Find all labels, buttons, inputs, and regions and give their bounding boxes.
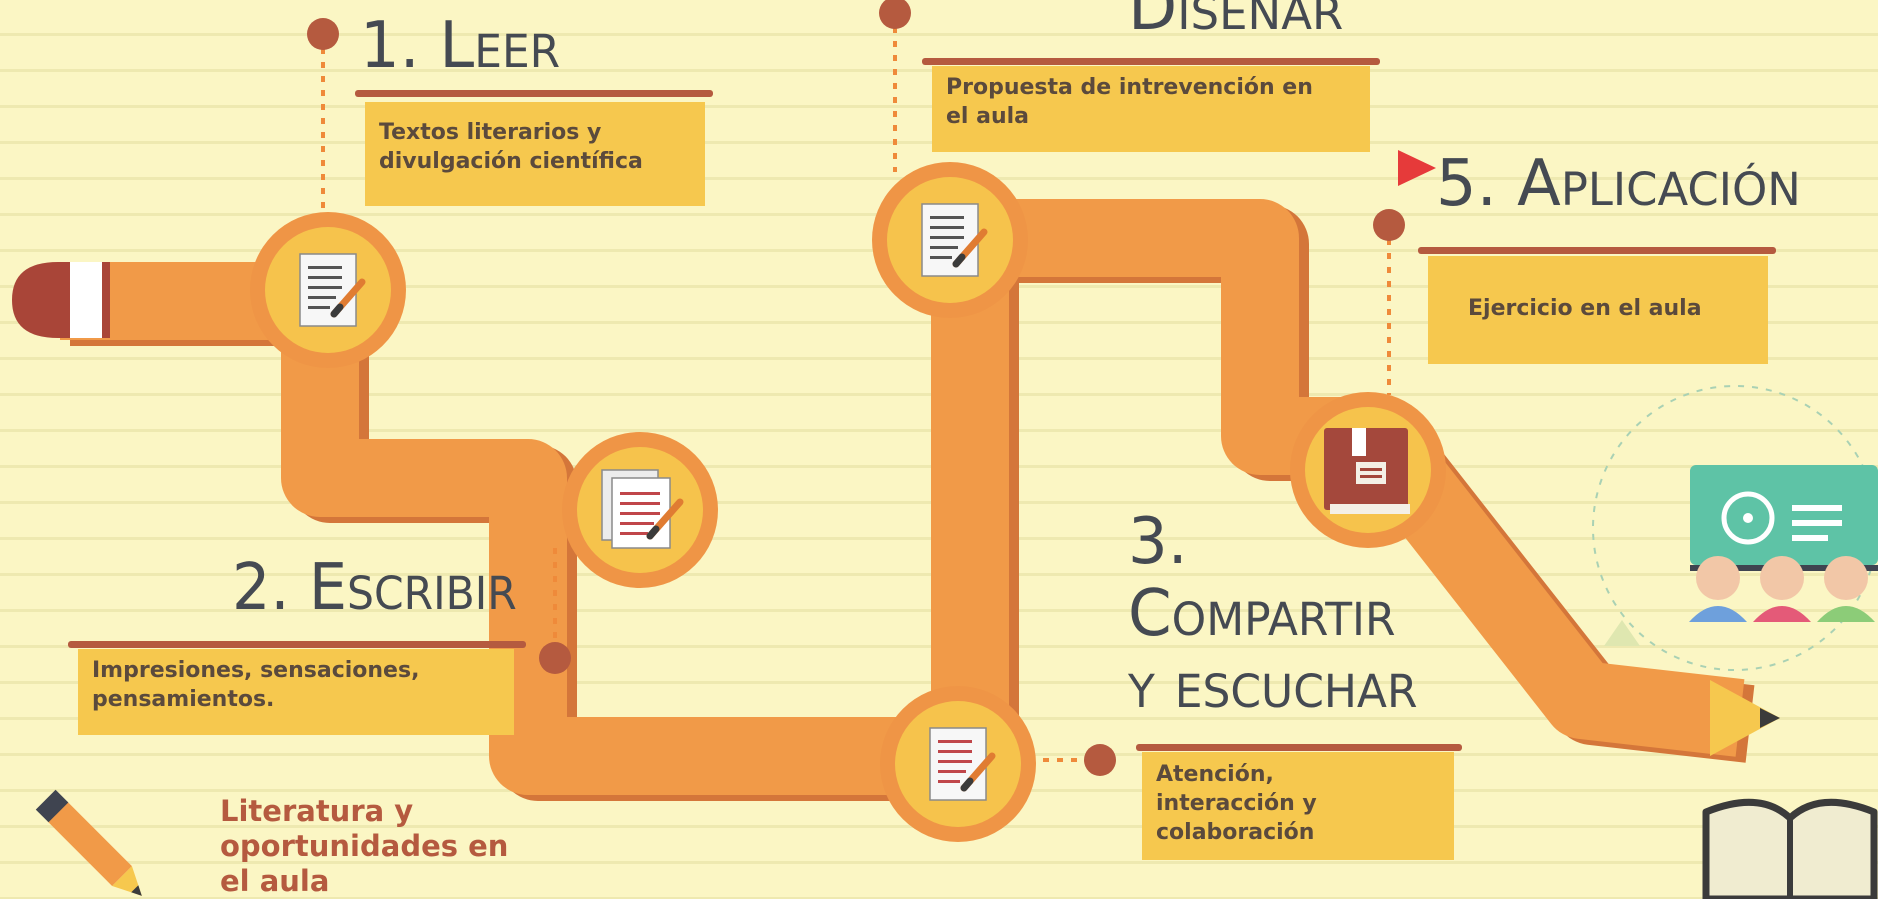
card-escribir: Impresiones, sensaciones, pensamientos. [78,649,514,735]
node-leer [250,212,406,368]
card-text-compartir: Atención, interacción y colaboración [1156,762,1317,845]
pencil-icon [35,789,142,896]
title-rule-disenar [922,58,1380,65]
step-title-disenar: Diseñar [1128,0,1344,45]
step-title-leer: 1. Leer [360,9,561,83]
title-rule-aplicacion [1418,247,1776,254]
document-pencil-icon [929,727,996,801]
node-aplicacion [1290,392,1446,548]
document-pencil-icon [922,204,984,276]
connector-dots [307,0,1405,776]
title-rule-escribir [68,641,526,648]
pencil-tip [1710,680,1780,756]
card-disenar: Propuesta de intrevención en el aula [932,66,1370,152]
card-text-leer: Textos literarios y divulgación científi… [379,120,643,174]
classroom-icon [1592,385,1878,671]
open-book-icon [1702,798,1878,899]
document-pencil-icon [300,254,362,326]
card-text-disenar: Propuesta de intrevención en el aula [946,75,1313,129]
title-rule-leer [355,90,713,97]
title-rule-compartir [1136,744,1462,751]
step-title-compartir: 3. Compartir y escuchar [1128,505,1418,723]
node-compartir [880,686,1036,842]
card-aplicacion: Ejercicio en el aula [1428,256,1768,364]
step-title-escribir: 2. Escribir [232,551,517,625]
card-compartir: Atención, interacción y colaboración [1142,752,1454,860]
notes-pencil-icon [601,469,684,549]
book-icon [1324,428,1410,514]
card-leer: Textos literarios y divulgación científi… [365,102,705,206]
caption: Literatura y oportunidades en el aula [220,794,509,898]
card-text-aplicacion: Ejercicio en el aula [1468,296,1702,321]
node-disenar [872,162,1028,318]
play-triangle-icon [1398,150,1436,186]
card-text-escribir: Impresiones, sensaciones, pensamientos. [92,658,420,712]
node-escribir [562,432,718,588]
eraser-end [12,262,110,338]
step-title-aplicacion: 5. Aplicación [1436,147,1801,221]
